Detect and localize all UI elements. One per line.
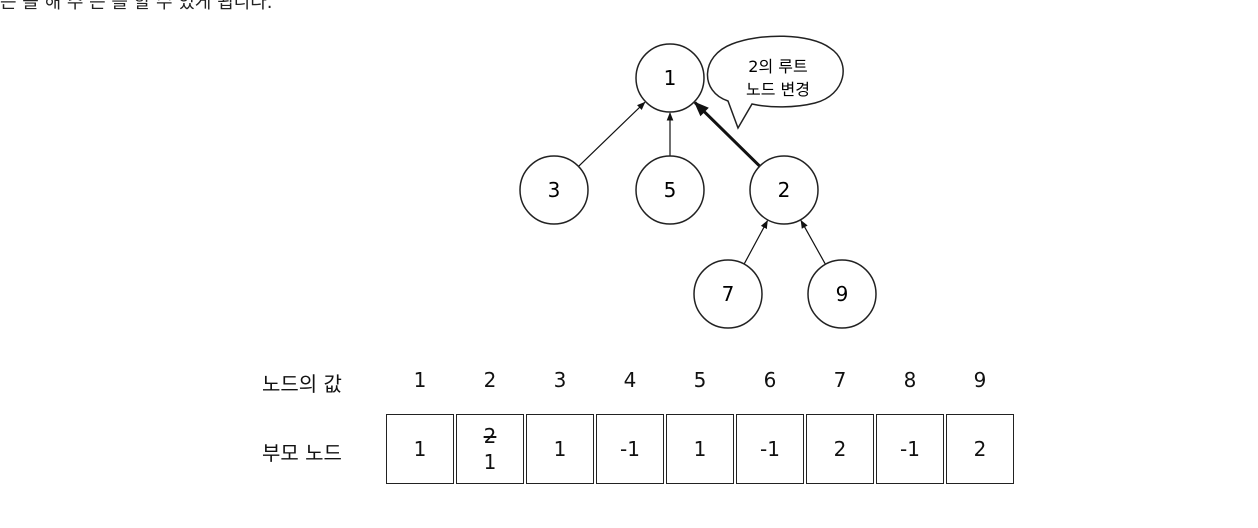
parent-cell-3: 1 <box>526 414 594 484</box>
tree-node-circle <box>749 155 819 225</box>
parent-cell-4: -1 <box>596 414 664 484</box>
tree-node-9: 9 <box>807 259 877 329</box>
edge-7-to-2 <box>743 220 768 265</box>
parent-value: -1 <box>900 437 920 461</box>
parent-value: 1 <box>553 437 567 461</box>
node-value-7: 7 <box>833 368 847 392</box>
tree-node-circle <box>807 259 877 329</box>
edge-3-to-1 <box>578 101 646 167</box>
node-value-8: 8 <box>903 368 917 392</box>
row-label-parents: 부모 노드 <box>262 441 342 465</box>
node-value-3: 3 <box>553 368 567 392</box>
node-value-4: 4 <box>623 368 637 392</box>
row-label-values: 노드의 값 <box>262 372 342 396</box>
parent-value: 1 <box>413 437 427 461</box>
parent-cell-6: -1 <box>736 414 804 484</box>
node-value-2: 2 <box>483 368 497 392</box>
edge-2-to-1 <box>693 101 761 168</box>
tree-node-3: 3 <box>519 155 589 225</box>
tree-node-circle <box>519 155 589 225</box>
tree-diagram: 2의 루트 노드 변경 1 3 5 2 7 9 <box>519 35 877 329</box>
node-value-5: 5 <box>693 368 707 392</box>
clipped-header-text: 는 을 해 주 는 를 할 수 있게 됩니다. <box>0 0 620 10</box>
node-value-9: 9 <box>973 368 987 392</box>
parent-cell-8: -1 <box>876 414 944 484</box>
parent-cell-1: 1 <box>386 414 454 484</box>
callout-line-1: 2의 루트 <box>748 57 807 76</box>
parent-value: 2 <box>833 437 847 461</box>
tree-node-label: 2 <box>778 178 791 202</box>
parent-cell-7: 2 <box>806 414 874 484</box>
tree-node-2: 2 <box>749 155 819 225</box>
parent-cell-5: 1 <box>666 414 734 484</box>
tree-node-circle <box>635 155 705 225</box>
parent-old-value: 2 <box>483 424 497 448</box>
parent-value: 2 <box>973 437 987 461</box>
tree-node-circle <box>635 43 705 113</box>
edge-9-to-2 <box>800 219 826 265</box>
tree-node-label: 3 <box>548 178 561 202</box>
node-value-6: 6 <box>763 368 777 392</box>
tree-node-5: 5 <box>635 155 705 225</box>
parent-value: -1 <box>620 437 640 461</box>
tree-node-label: 9 <box>836 282 849 306</box>
parent-value: -1 <box>760 437 780 461</box>
callout-bubble-shape <box>706 35 844 130</box>
parent-cell-9: 2 <box>946 414 1014 484</box>
tree-node-7: 7 <box>693 259 763 329</box>
callout-bubble: 2의 루트 노드 변경 <box>706 35 844 130</box>
node-value-1: 1 <box>413 368 427 392</box>
tree-node-circle <box>693 259 763 329</box>
parent-value: 1 <box>693 437 707 461</box>
callout-line-2: 노드 변경 <box>746 80 810 99</box>
tree-node-label: 7 <box>722 282 735 306</box>
tree-node-label: 5 <box>664 178 677 202</box>
tree-node-label: 1 <box>664 66 677 90</box>
parent-value: 1 <box>483 450 497 474</box>
tree-node-1: 1 <box>635 43 705 113</box>
